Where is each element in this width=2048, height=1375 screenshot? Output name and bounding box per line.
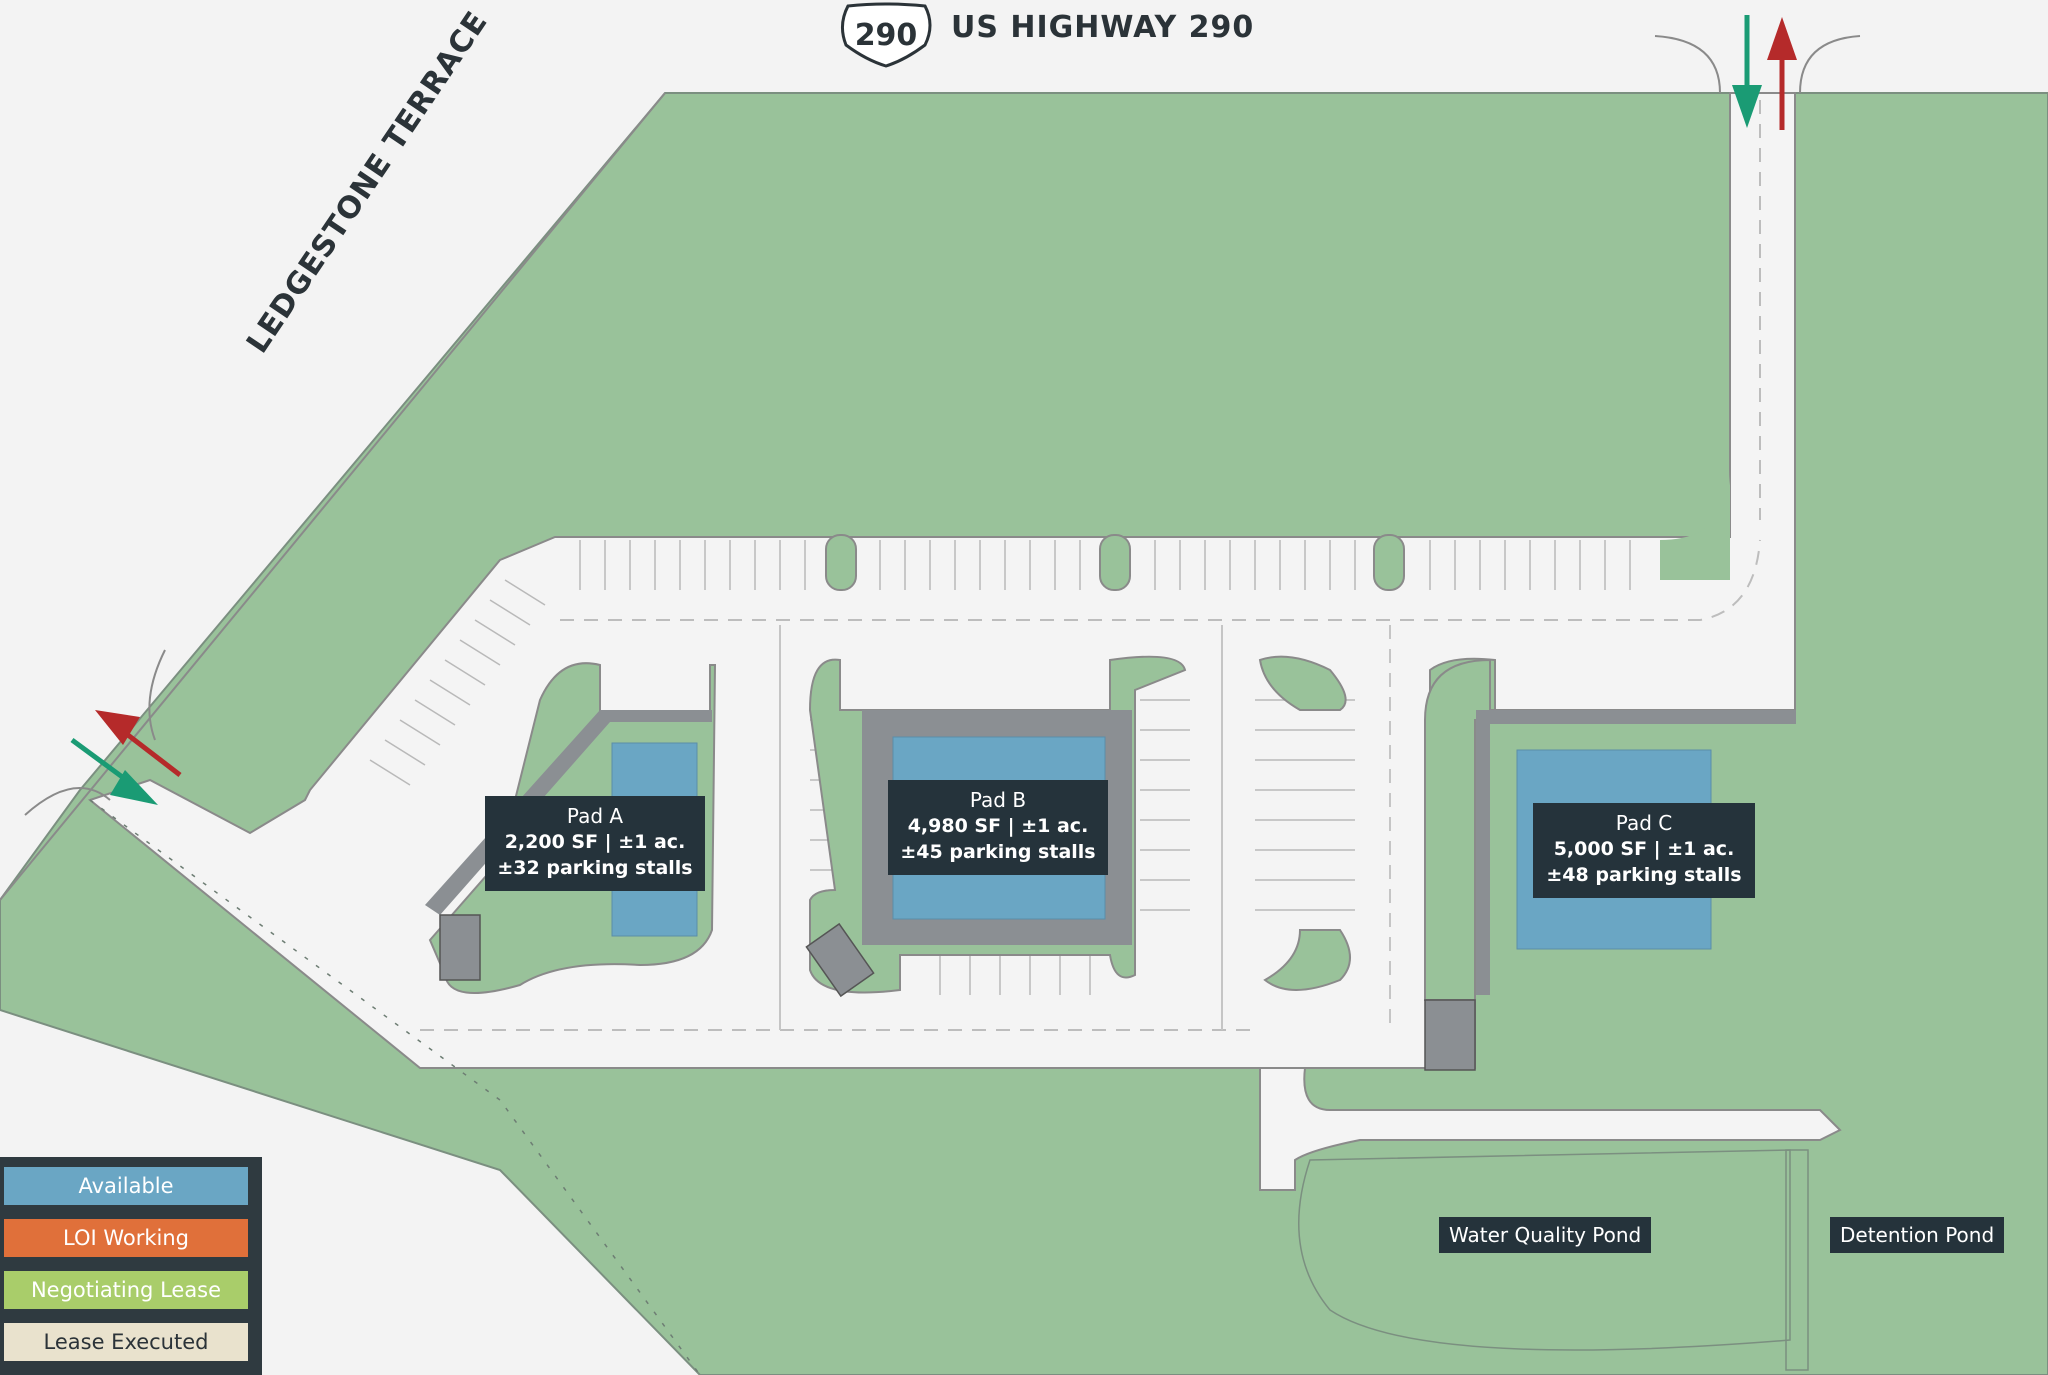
shield-number: 290: [855, 18, 918, 53]
pad-a-label[interactable]: Pad A 2,200 SF | ±1 ac. ±32 parking stal…: [485, 796, 705, 891]
green-island: [1258, 655, 1347, 711]
pad-b-drive-thru: [805, 922, 875, 998]
legend-item-lease-executed: Lease Executed: [4, 1323, 248, 1361]
pad-a-walkway: [425, 710, 712, 915]
pad-a-name: Pad A: [566, 804, 624, 828]
parking-stalls-diagonal: [369, 579, 546, 786]
pad-b-name: Pad B: [969, 788, 1027, 812]
pad-c-parking: ±48 parking stalls: [1546, 864, 1742, 886]
entry-arrow-icon: [1732, 15, 1762, 128]
pad-b-parking: ±45 parking stalls: [900, 841, 1096, 863]
water-quality-pond: [1298, 1149, 1791, 1351]
green-island: [1263, 929, 1351, 991]
legend-item-negotiating-lease: Negotiating Lease: [4, 1271, 248, 1309]
water-quality-pond-label: Water Quality Pond: [1439, 1217, 1652, 1253]
pad-b-size: 4,980 SF | ±1 ac.: [907, 815, 1089, 837]
pond-divider: [1785, 1149, 1809, 1371]
exit-arrow-icon: [95, 710, 182, 777]
entry-arrow-icon: [70, 737, 158, 805]
pad-c-size: 5,000 SF | ±1 ac.: [1553, 838, 1735, 860]
south-driveway: [1259, 1067, 1842, 1191]
pad-a-drive-thru: [439, 914, 481, 981]
pad-a-size: 2,200 SF | ±1 ac.: [504, 831, 686, 853]
pad-a-parking: ±32 parking stalls: [497, 857, 693, 879]
exit-arrow-icon: [1767, 17, 1797, 130]
pad-c-drive-thru: [1424, 999, 1476, 1071]
pad-b-label[interactable]: Pad B 4,980 SF | ±1 ac. ±45 parking stal…: [888, 780, 1108, 875]
status-legend: Available LOI Working Negotiating Lease …: [0, 1157, 262, 1375]
us-highway-shield-icon: 290: [841, 2, 932, 68]
pad-c-walkway-top: [1476, 710, 1796, 724]
pad-c-name: Pad C: [1615, 811, 1673, 835]
pad-c-label[interactable]: Pad C 5,000 SF | ±1 ac. ±48 parking stal…: [1533, 803, 1755, 898]
pad-c-walkway-side: [1476, 710, 1490, 995]
legend-item-available: Available: [4, 1167, 248, 1205]
highway-name: US HIGHWAY 290: [951, 10, 1255, 45]
detention-pond-label: Detention Pond: [1830, 1217, 2005, 1253]
legend-item-loi-working: LOI Working: [4, 1219, 248, 1257]
parking-stalls-top: [579, 540, 1631, 590]
